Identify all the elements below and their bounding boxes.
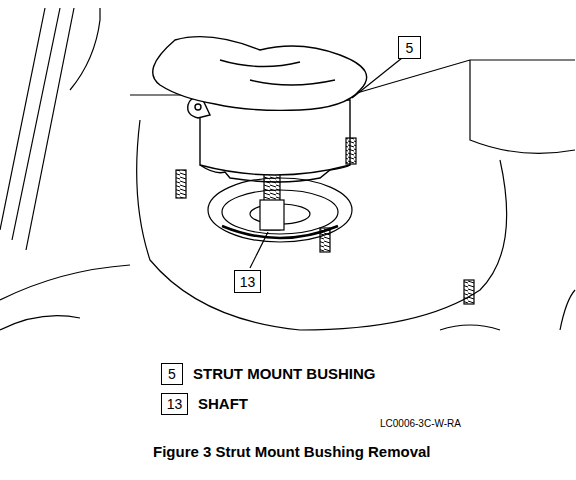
callout-number: 13 xyxy=(234,270,261,293)
drawing-code: LC0006-3C-W-RA xyxy=(380,419,461,429)
callout-text: 5 xyxy=(406,41,414,55)
callout-text: 13 xyxy=(167,397,183,411)
callout-text: 13 xyxy=(240,275,256,289)
callout-number: 5 xyxy=(398,36,421,59)
callout-text: 5 xyxy=(168,367,176,381)
part-name: SHAFT xyxy=(198,396,248,411)
part-name: STRUT MOUNT BUSHING xyxy=(193,366,376,381)
figure-caption: Figure 3 Strut Mount Bushing Removal xyxy=(153,444,431,459)
legend-callout-number: 13 xyxy=(161,393,188,415)
legend-callout-number: 5 xyxy=(161,363,183,385)
